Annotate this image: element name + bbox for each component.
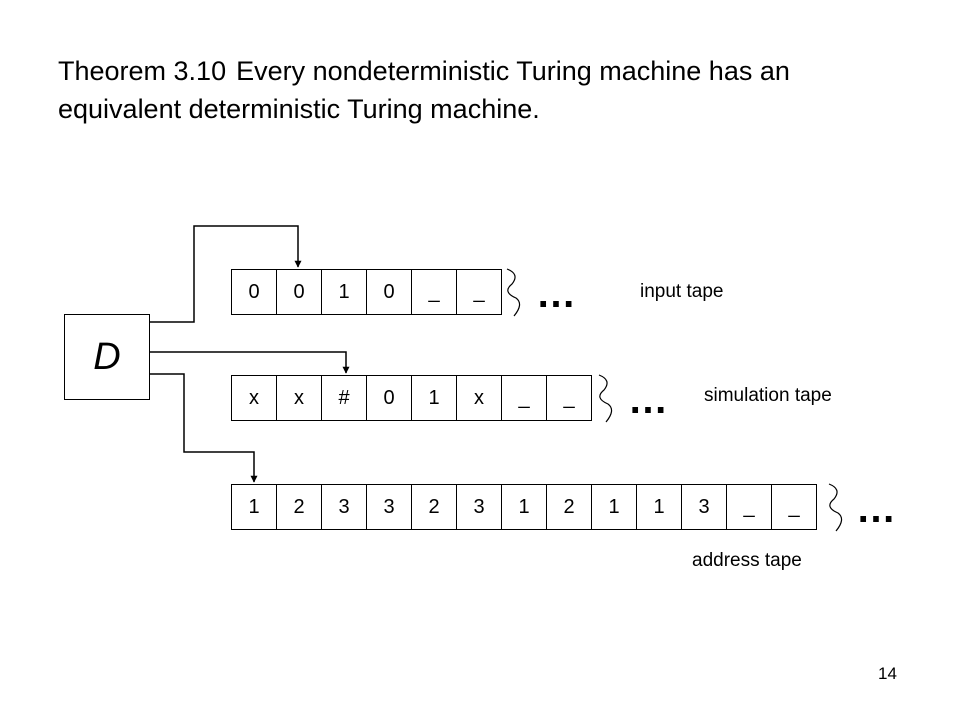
- simulation-tape-cell: x: [231, 375, 277, 421]
- address-tape-torn-edge: [828, 483, 843, 532]
- machine-label: D: [93, 335, 121, 378]
- deterministic-machine-box: D: [64, 314, 150, 400]
- address-tape-cell: _: [771, 484, 817, 530]
- input-tape-cell: 0: [276, 269, 322, 315]
- address-tape-cell: 3: [681, 484, 727, 530]
- simulation-tape-torn-edge: [598, 374, 613, 423]
- address-tape-cell: 1: [636, 484, 682, 530]
- simulation-tape-cell: _: [546, 375, 592, 421]
- address-tape-cell: 1: [501, 484, 547, 530]
- input-tape-cell: 1: [321, 269, 367, 315]
- address-tape-cell: _: [726, 484, 772, 530]
- simulation-tape-cell: x: [456, 375, 502, 421]
- input-head-wire: [150, 225, 302, 323]
- address-tape-label: address tape: [692, 550, 802, 571]
- simulation-tape-cell: x: [276, 375, 322, 421]
- address-tape-continuation: …: [856, 487, 900, 531]
- address-tape-cell: 2: [276, 484, 322, 530]
- input-tape-cell: 0: [231, 269, 277, 315]
- simulation-head-wire: [150, 351, 350, 374]
- address-tape-cell: 3: [366, 484, 412, 530]
- input-tape-continuation: …: [536, 272, 580, 316]
- theorem-text: Every nondeterministic Turing machine ha…: [58, 56, 790, 124]
- input-tape-cell: _: [411, 269, 457, 315]
- input-tape-cell: _: [456, 269, 502, 315]
- theorem-number: Theorem 3.10: [58, 56, 227, 86]
- address-tape-cell: 3: [456, 484, 502, 530]
- address-tape-cell: 1: [591, 484, 637, 530]
- page-number: 14: [878, 664, 897, 683]
- address-tape-cell: 2: [411, 484, 457, 530]
- simulation-tape-label: simulation tape: [704, 385, 832, 406]
- simulation-tape-cell: 1: [411, 375, 457, 421]
- input-tape-label: input tape: [640, 281, 724, 302]
- simulation-tape-cell: #: [321, 375, 367, 421]
- address-tape-cell: 3: [321, 484, 367, 530]
- address-tape-cell: 2: [546, 484, 592, 530]
- address-head-wire: [150, 373, 258, 483]
- address-tape-cell: 1: [231, 484, 277, 530]
- simulation-tape-continuation: …: [628, 378, 672, 422]
- input-tape-cell: 0: [366, 269, 412, 315]
- input-tape-torn-edge: [506, 268, 521, 317]
- simulation-tape-cell: 0: [366, 375, 412, 421]
- simulation-tape-cell: _: [501, 375, 547, 421]
